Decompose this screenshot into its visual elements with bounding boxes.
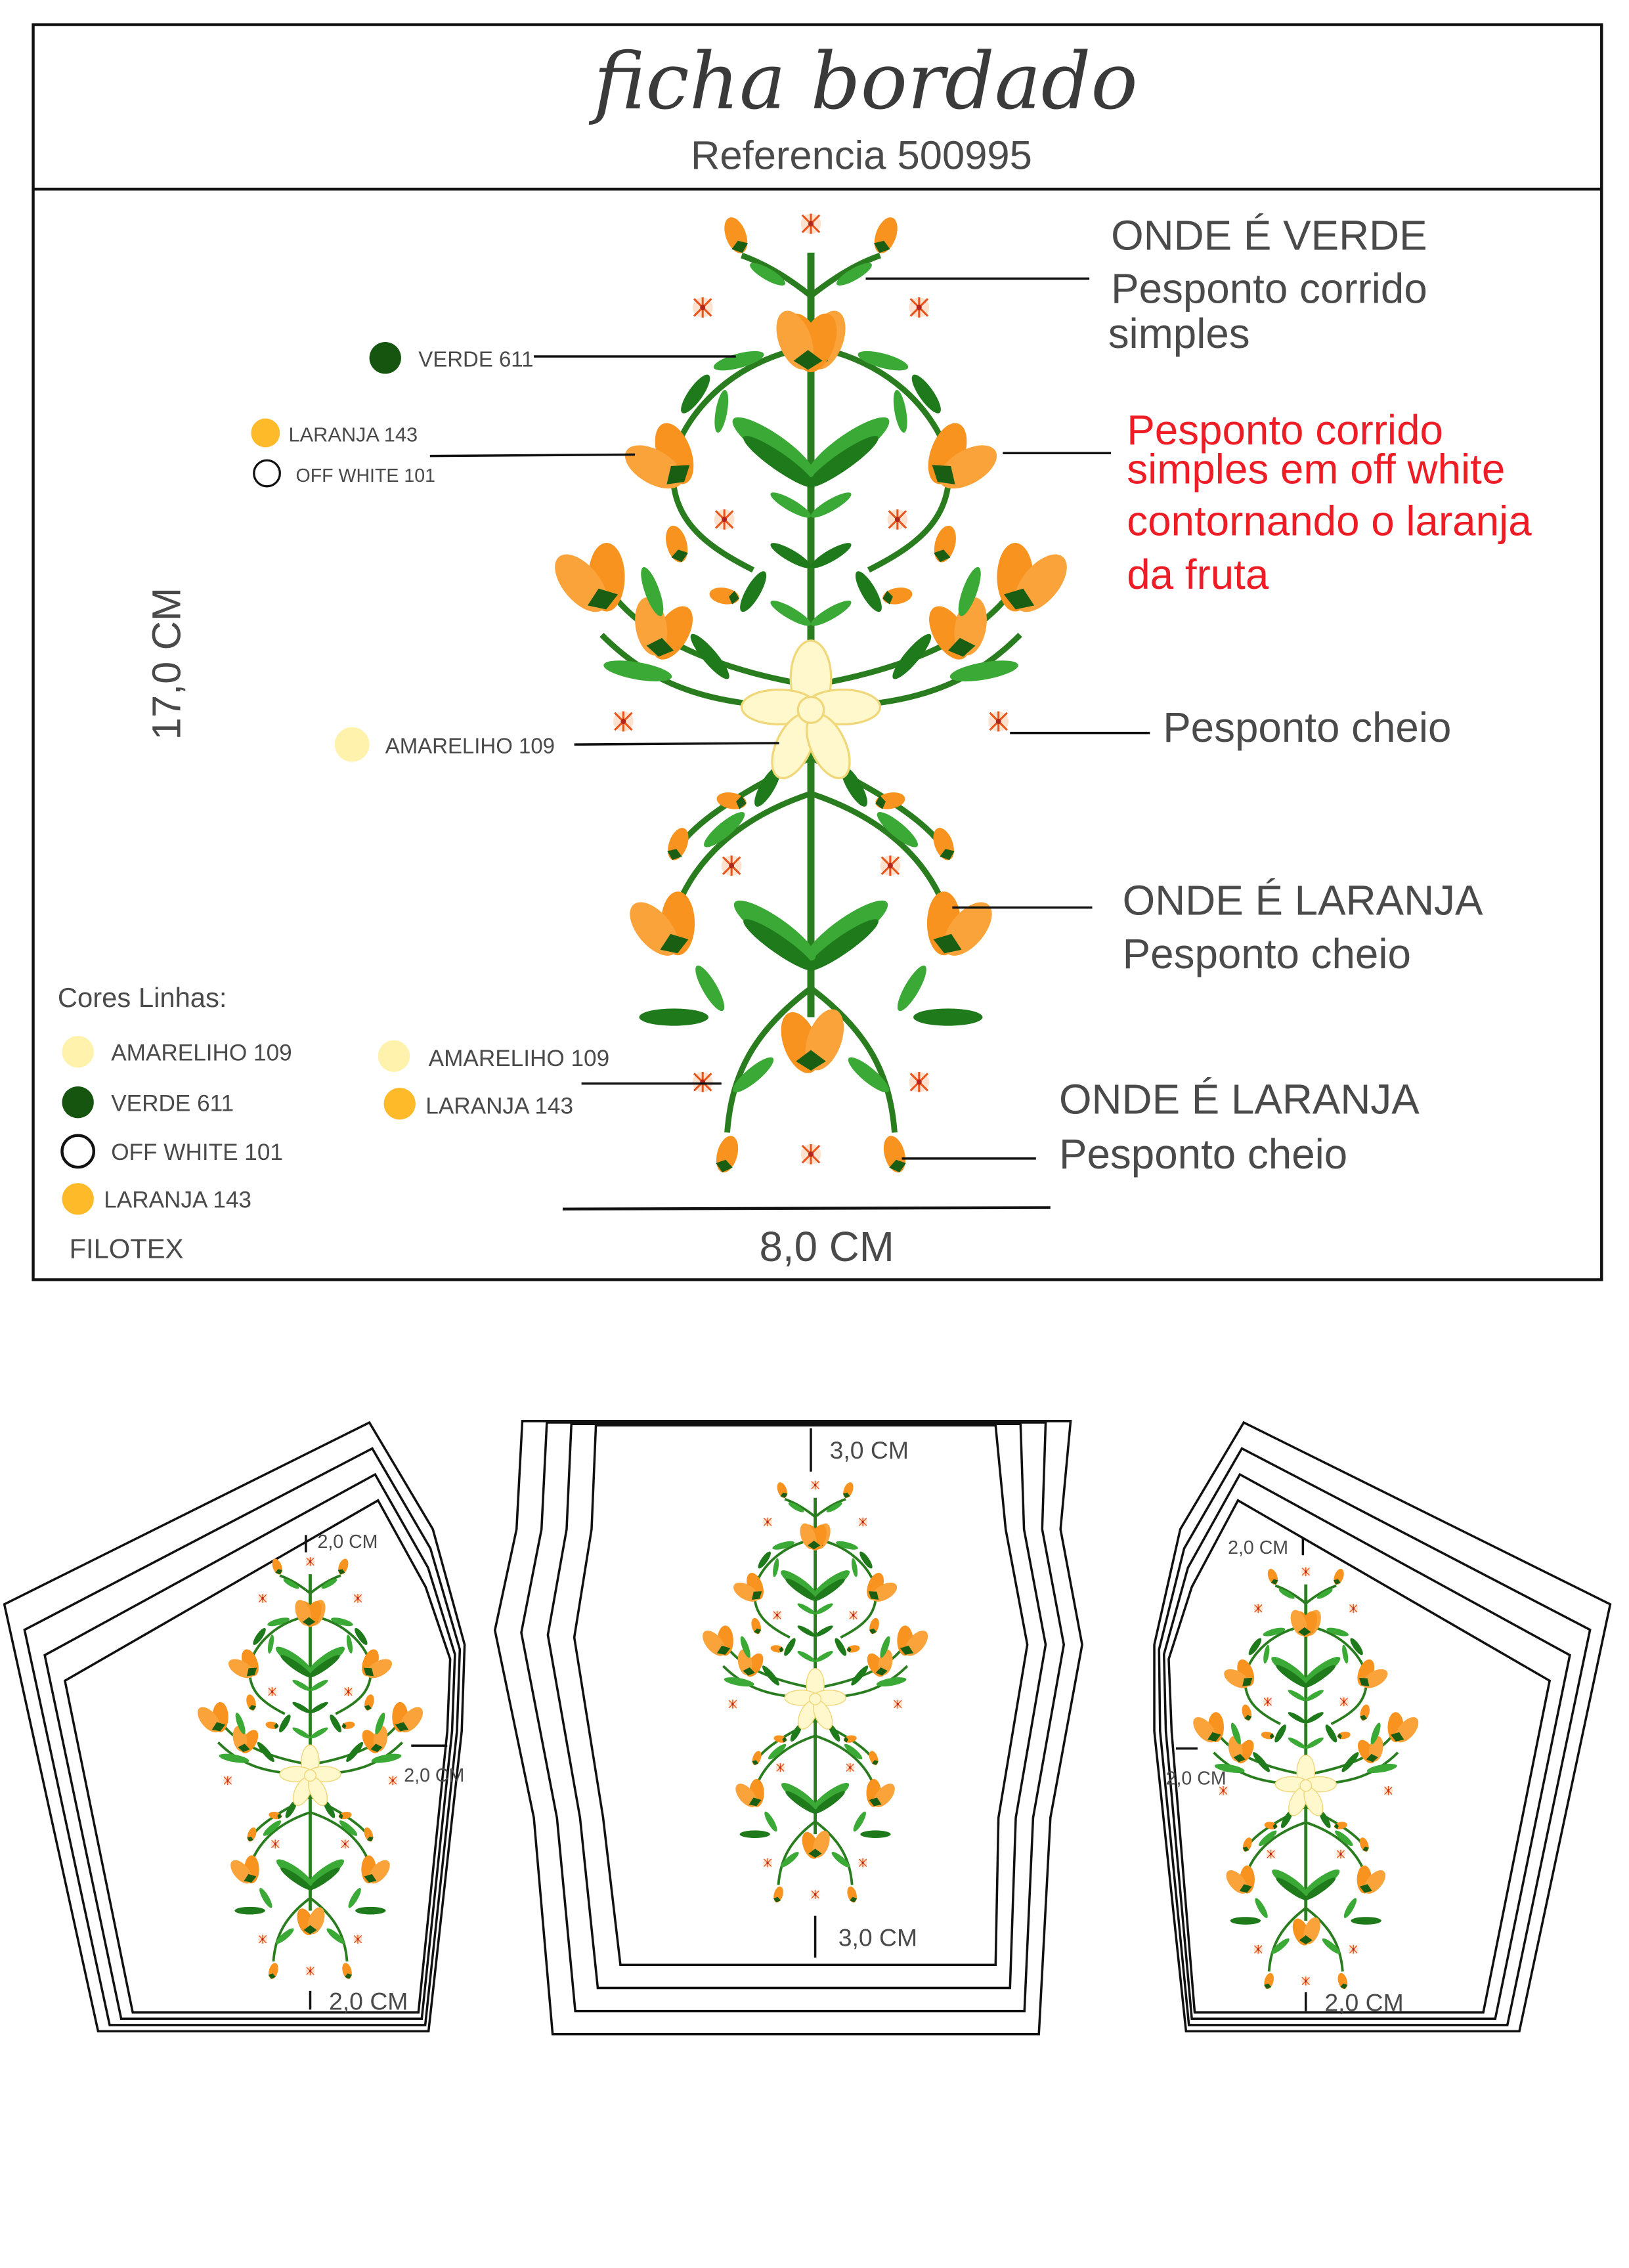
reference-number: Referencia 500995 [691,133,1032,178]
annotation-verde-line2: simples [1108,310,1250,357]
legend-label: LARANJA 143 [104,1187,251,1213]
callout-laranja: LARANJA 143 [289,423,418,446]
annotation-red-line: Pesponto corrido [1127,406,1443,454]
center-piece-outline [573,1424,1029,1967]
height-dimension: 17,0 CM [144,588,190,740]
sheet-title: ficha bordado [588,36,1138,127]
left-piece-outline [3,1421,466,2033]
legend-label: AMARELIHO 109 [429,1046,610,1071]
pattern-pieces [3,1420,1612,2036]
legend-label: VERDE 611 [111,1090,234,1116]
annotation-verde-line1: Pesponto corrido [1111,265,1427,312]
legend-label: OFF WHITE 101 [111,1140,283,1165]
dimension-ticks [305,1428,1307,2011]
annotation-verde-title: ONDE É VERDE [1111,211,1427,259]
left-piece-outline [63,1499,452,2014]
annotation-laranja2-title: ONDE É LARANJA [1059,1076,1420,1123]
legend-swatch [378,1040,410,1073]
verde-swatch [369,342,401,374]
legend-swatch [60,1134,96,1169]
offwhite-swatch [253,459,281,488]
right-piece-outline [1158,1447,1592,2026]
center-bottom-measure: 3,0 CM [838,1924,917,1952]
annotation-laranja1-title: ONDE É LARANJA [1123,876,1483,924]
legend-swatch [383,1088,416,1120]
annotation-cheio-center: Pesponto cheio [1163,704,1451,751]
annotation-laranja1-line: Pesponto cheio [1123,930,1411,977]
amarelo-swatch [334,727,370,762]
legend-swatch [62,1183,94,1215]
left-side-measure: 2,0 CM [404,1765,464,1786]
left-top-measure: 2,0 CM [317,1531,378,1552]
legend-title: Cores Linhas: [58,982,227,1013]
left-piece-outline [43,1472,456,2020]
annotation-red-line: contornando o laranja [1127,498,1532,545]
laranja-swatch [251,418,280,448]
legend-swatch [62,1086,94,1119]
right-piece-outline [1153,1421,1612,2033]
center-piece-outline [546,1423,1047,1990]
legend-label: LARANJA 143 [425,1094,573,1119]
callout-verde: VERDE 611 [418,347,533,371]
right-top-measure: 2,0 CM [1228,1537,1288,1558]
annotation-laranja2-line: Pesponto cheio [1059,1130,1347,1178]
callout-offwhite: OFF WHITE 101 [295,465,435,486]
center-piece-outline [493,1420,1083,2036]
center-piece-motif [697,1481,934,1904]
legend-label: AMARELIHO 109 [111,1040,292,1065]
left-piece-outline [23,1447,462,2026]
sheet-frame [32,23,1603,1281]
left-piece-motif [191,1557,429,1980]
width-dimension: 8,0 CM [759,1223,894,1270]
right-piece-outline [1167,1499,1552,2014]
annotation-red-line: simples em off white [1127,445,1505,492]
left-bottom-measure: 2,0 CM [329,1987,408,2015]
annotation-red-line: da fruta [1127,551,1269,598]
right-side-measure: 2,0 CM [1166,1768,1227,1789]
brand-label: FILOTEX [69,1233,183,1264]
center-top-measure: 3,0 CM [830,1436,909,1464]
center-piece-outline [520,1421,1066,2013]
leader-lines [429,277,1150,1210]
legend-swatch [62,1036,94,1068]
callout-amarelo: AMARELIHO 109 [385,733,555,758]
right-piece-outline [1162,1472,1571,2020]
right-bottom-measure: 2,0 CM [1324,1989,1403,2017]
embroidery-motif [541,213,1081,1174]
